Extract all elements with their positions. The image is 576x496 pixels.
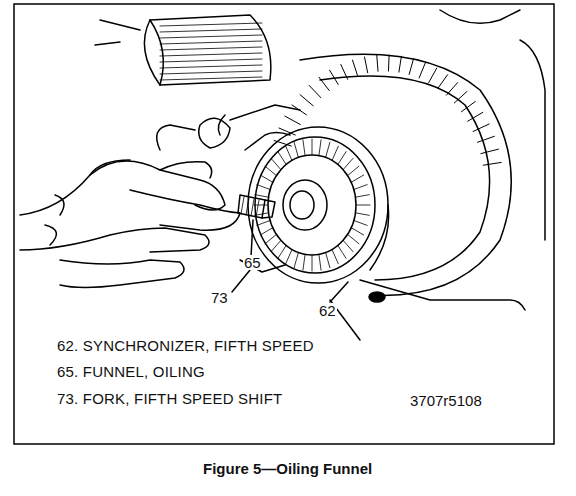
part-key: 73. FORK, FIFTH SPEED SHIFT — [57, 391, 282, 406]
detail-stroke — [265, 234, 276, 243]
detail-stroke — [260, 228, 272, 235]
detail-stroke — [419, 63, 425, 78]
detail-stroke — [294, 142, 298, 157]
detail-stroke — [160, 77, 262, 80]
detail-stroke — [254, 205, 268, 206]
detail-stroke — [160, 47, 262, 50]
detail-stroke — [481, 149, 499, 153]
callout-number: 65 — [243, 255, 262, 270]
detail-stroke — [355, 213, 369, 216]
detail-stroke — [332, 146, 338, 160]
detail-stroke — [338, 152, 346, 165]
detail-stroke — [319, 254, 321, 270]
detail-stroke — [446, 83, 457, 96]
detail-stroke — [294, 253, 298, 268]
detail-stroke — [461, 101, 475, 111]
detail-stroke — [365, 57, 368, 73]
detail-stroke — [265, 166, 276, 175]
detail-stroke — [354, 185, 367, 190]
detail-stroke — [278, 245, 286, 258]
detail-stroke — [343, 240, 353, 251]
callout-number: 62 — [318, 303, 337, 318]
detail-stroke — [377, 55, 378, 71]
detail-stroke — [343, 158, 353, 169]
detail-stroke — [285, 116, 300, 124]
detail-stroke — [338, 245, 346, 258]
detail-stroke — [468, 112, 483, 121]
detail-stroke — [326, 142, 330, 157]
detail-stroke — [356, 205, 370, 206]
part-key: 65. FUNNEL, OILING — [57, 364, 205, 379]
detail-stroke — [399, 56, 402, 72]
detail-stroke — [160, 53, 262, 56]
detail-stroke — [312, 139, 313, 155]
detail-stroke — [409, 59, 413, 75]
detail-stroke — [160, 35, 262, 38]
part-key: 62. SYNCHRONIZER, FIFTH SPEED — [57, 338, 314, 353]
detail-stroke — [257, 185, 270, 190]
detail-stroke — [160, 59, 262, 62]
detail-stroke — [348, 166, 359, 175]
detail-stroke — [473, 124, 489, 132]
detail-stroke — [160, 29, 262, 32]
detail-stroke — [351, 228, 363, 235]
detail-stroke — [257, 220, 270, 225]
detail-stroke — [352, 60, 357, 75]
detail-stroke — [271, 158, 281, 169]
detail-stroke — [286, 250, 292, 264]
detail-stroke — [326, 253, 330, 268]
detail-stroke — [319, 77, 329, 90]
detail-stroke — [303, 140, 305, 156]
detail-stroke — [286, 146, 292, 160]
detail-stroke — [438, 75, 448, 89]
detail-stroke — [355, 195, 369, 198]
detail-stroke — [251, 199, 254, 216]
detail-stroke — [477, 136, 494, 142]
detail-stroke — [312, 255, 313, 271]
detail-stroke — [332, 250, 338, 264]
callout-number: 73 — [210, 290, 229, 305]
figure-code: 3707r5108 — [410, 393, 482, 408]
detail-stroke — [160, 23, 262, 26]
detail-stroke — [319, 140, 321, 156]
detail-stroke — [271, 240, 281, 251]
detail-stroke — [300, 95, 313, 106]
detail-stroke — [278, 152, 286, 165]
detail-stroke — [454, 91, 467, 103]
detail-stroke — [241, 197, 244, 214]
detail-stroke — [256, 200, 259, 217]
detail-stroke — [160, 65, 262, 68]
detail-stroke — [303, 254, 305, 270]
detail-stroke — [160, 71, 262, 74]
detail-stroke — [309, 85, 321, 97]
detail-stroke — [483, 162, 501, 165]
detail-stroke — [330, 70, 339, 84]
detail-stroke — [260, 175, 272, 182]
detail-stroke — [388, 55, 390, 71]
detail-stroke — [255, 195, 269, 198]
detail-stroke — [354, 220, 367, 225]
figure-caption: Figure 5—Oiling Funnel — [203, 461, 372, 476]
detail-stroke — [341, 64, 348, 79]
detail-stroke — [246, 198, 249, 215]
detail-stroke — [348, 234, 359, 243]
detail-stroke — [429, 68, 437, 82]
detail-stroke — [160, 41, 262, 44]
detail-stroke — [351, 175, 363, 182]
